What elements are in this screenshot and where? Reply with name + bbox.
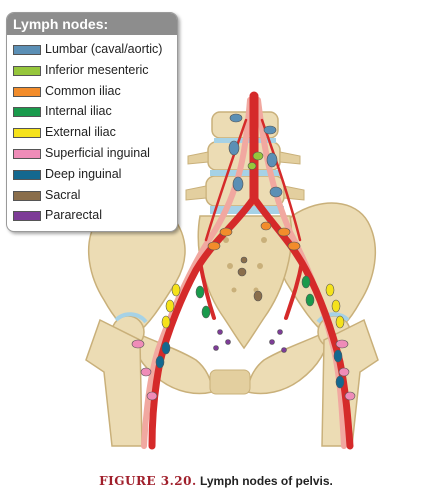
superficial-inguinal-lymph-node (131, 339, 145, 349)
legend-swatch (13, 149, 41, 159)
transverse-process (187, 151, 209, 165)
left-internal-iliac-artery (198, 260, 216, 320)
legend-label: Inferior mesenteric (45, 62, 149, 77)
deep-inguinal-lymph-node (161, 341, 171, 355)
inferior-mesenteric-lymph-node (247, 162, 257, 170)
figure-caption-text: Lymph nodes of pelvis. (199, 474, 333, 488)
deep-inguinal-lymph-node (333, 349, 343, 363)
pubic-symphysis (209, 369, 251, 395)
gonadal-artery (204, 118, 248, 242)
sacral-lymph-node (253, 290, 263, 302)
external-iliac-lymph-node (325, 283, 335, 297)
legend-label: Pararectal (45, 208, 102, 223)
legend-swatch (13, 107, 41, 118)
legend-swatch (13, 65, 41, 76)
external-iliac-lymph-node (161, 315, 171, 329)
figure-caption-label: FIGURE 3.20. (99, 474, 197, 488)
legend-swatch (13, 45, 41, 55)
superficial-inguinal-lymph-node (344, 391, 356, 401)
pararectal-lymph-node (225, 339, 231, 345)
legend-swatch (13, 86, 41, 97)
lymph-nodes (131, 113, 356, 401)
external-iliac-lymph-node (171, 283, 181, 297)
external-iliac-lymph-node (165, 299, 175, 313)
intervertebral-disc (210, 170, 280, 176)
pararectal-lymph-node (213, 345, 219, 351)
legend-swatch (13, 128, 41, 139)
pararectal-lymph-node (217, 329, 223, 335)
legend-label: Deep inguinal (45, 166, 122, 181)
right-acetabulum-cartilage (316, 312, 350, 324)
sacral-foramen (261, 237, 267, 243)
pelvic-bones (85, 111, 379, 447)
right-pubis (247, 328, 331, 395)
sacral-foramen (231, 287, 237, 293)
pararectal-lymph-node (269, 339, 275, 345)
legend-label: Superficial inguinal (45, 146, 150, 160)
internal-iliac-lymph-node (305, 293, 315, 307)
lumbar-lymph-node (228, 140, 240, 156)
lumbar-lymph-node (263, 125, 277, 135)
external-iliac-lymph-node (331, 299, 341, 313)
sacral-foramen (223, 237, 229, 243)
lumbar-lymph-node (232, 176, 244, 192)
pararectal-lymph-node (281, 347, 287, 353)
deep-inguinal-lymph-node (155, 355, 165, 369)
superficial-inguinal-lymph-node (335, 339, 349, 349)
superficial-inguinal-lymph-node (338, 367, 350, 377)
legend-label: Sacral (45, 187, 81, 202)
figure-caption: FIGURE 3.20. Lymph nodes of pelvis. (0, 474, 432, 488)
lumbar-lymph-node (266, 152, 278, 168)
internal-iliac-lymph-node (195, 285, 205, 299)
legend-label: Lumbar (caval/aortic) (45, 42, 163, 56)
pararectal-lymph-node (277, 329, 283, 335)
superficial-inguinal-lymph-node (146, 391, 158, 401)
left-common-iliac-vein (141, 97, 253, 449)
sacral-lymph-node (237, 267, 247, 277)
legend-swatch (13, 211, 41, 222)
transverse-process (185, 185, 207, 201)
transverse-process (279, 151, 301, 165)
legend-label: Internal iliac (45, 104, 112, 119)
legend-label: External iliac (45, 125, 116, 140)
legend-title: Lymph nodes: (7, 13, 177, 35)
lumbar-lymph-node (229, 113, 243, 123)
common-iliac-lymph-node (277, 227, 291, 237)
internal-iliac-lymph-node (201, 305, 211, 319)
common-iliac-lymph-node (219, 227, 233, 237)
common-iliac-lymph-node (287, 241, 301, 251)
common-iliac-lymph-node (260, 221, 272, 231)
transverse-process (283, 185, 305, 201)
sacral-lymph-node (240, 256, 248, 264)
pelvis-illustration (85, 91, 379, 450)
inferior-mesenteric-lymph-node (252, 151, 264, 161)
common-iliac-lymph-node (207, 241, 221, 251)
superficial-inguinal-lymph-node (140, 367, 152, 377)
sacral-foramen (257, 263, 263, 269)
left-femur (85, 318, 143, 447)
legend-swatch (13, 169, 41, 180)
external-iliac-lymph-node (335, 315, 345, 329)
sacral-foramen (227, 263, 233, 269)
legend-swatch (13, 190, 41, 201)
deep-inguinal-lymph-node (335, 375, 345, 389)
internal-iliac-lymph-node (301, 275, 311, 289)
left-acetabulum-cartilage (114, 312, 148, 324)
right-internal-iliac-artery (284, 260, 304, 320)
lumbar-lymph-node (269, 186, 283, 198)
legend-label: Common iliac (45, 83, 121, 98)
lymph-nodes-legend: Lymph nodes: Lumbar (caval/aortic) Inferi… (6, 12, 178, 232)
